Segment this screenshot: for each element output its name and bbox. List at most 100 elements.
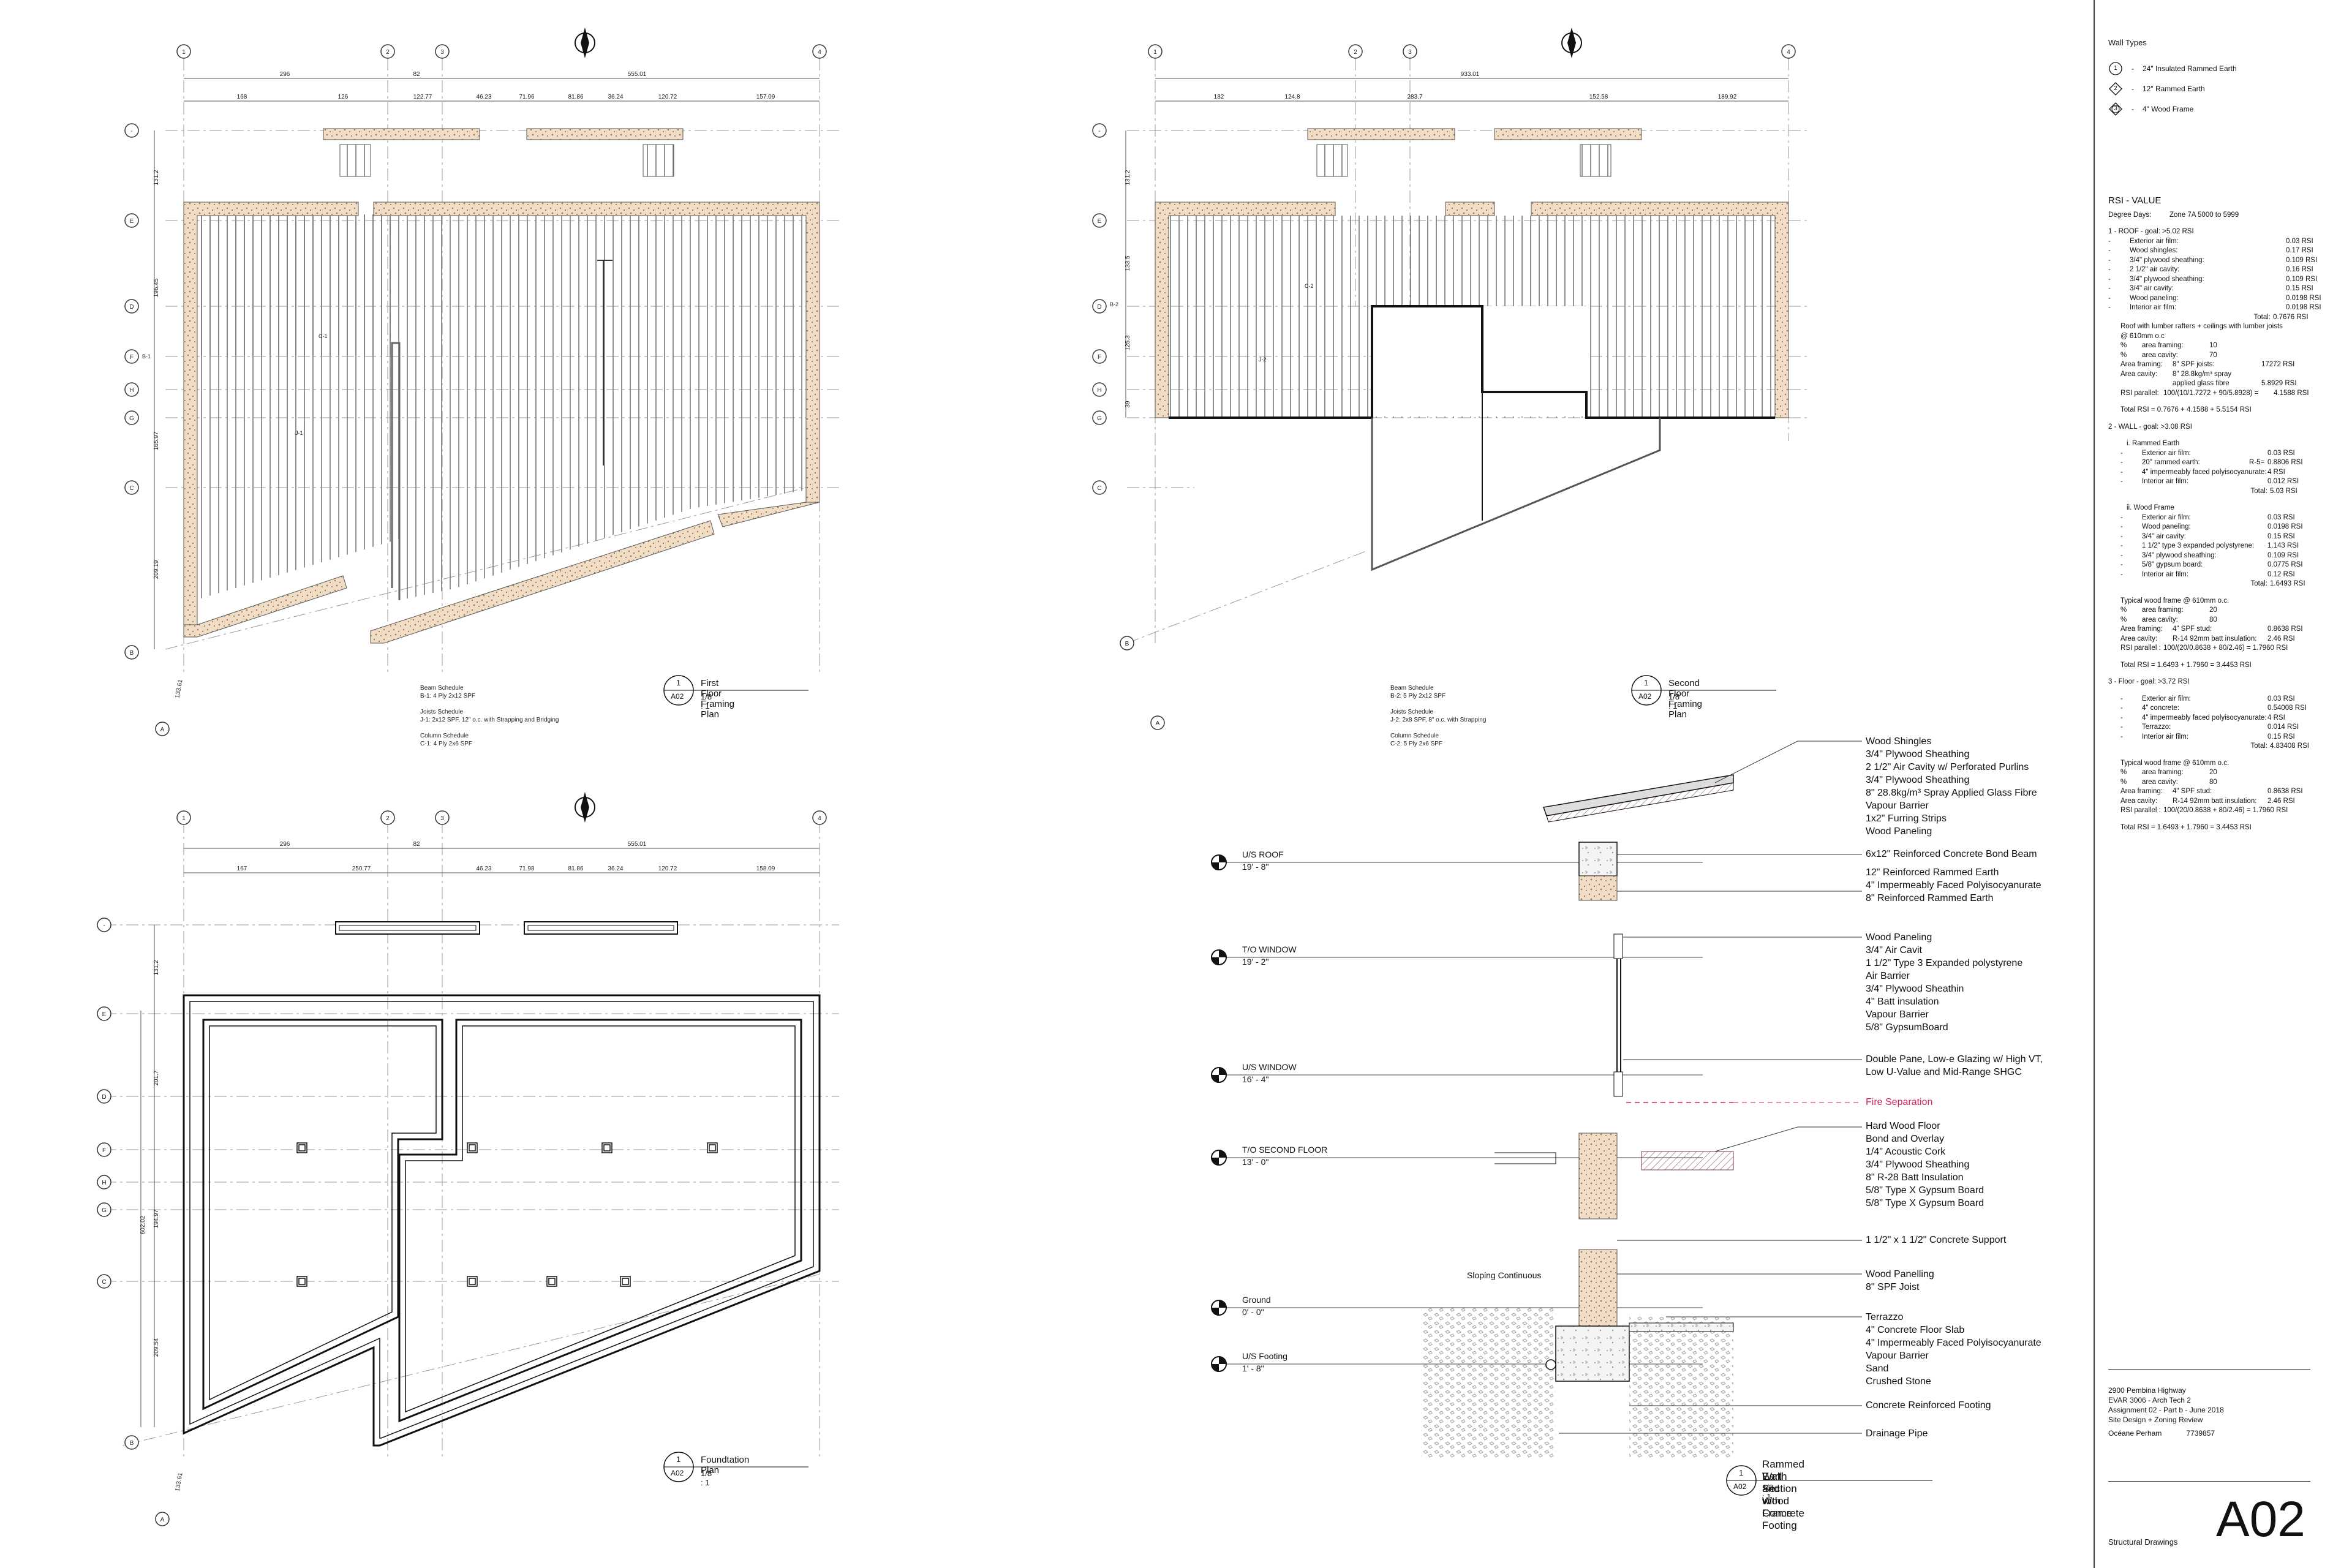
svg-text:165.97: 165.97 xyxy=(153,431,160,450)
svg-text:71.96: 71.96 xyxy=(519,94,534,100)
svg-text:4: 4 xyxy=(818,49,821,56)
svg-text:B-1: B-1 xyxy=(142,353,151,360)
svg-text:131.2: 131.2 xyxy=(153,170,160,185)
svg-text:81.86: 81.86 xyxy=(568,865,583,872)
svg-text:81.86: 81.86 xyxy=(568,94,583,100)
plan1-title: First Floor Framing Plan xyxy=(701,678,735,720)
svg-text:A: A xyxy=(160,726,165,733)
svg-text:-: - xyxy=(130,128,132,135)
svg-text:39: 39 xyxy=(1125,401,1131,408)
sheet-sidebar: Wall Types 1 -24" Insulated Rammed Earth… xyxy=(2094,0,2352,1568)
svg-text:J-2: J-2 xyxy=(1259,356,1267,363)
svg-text:283.7: 283.7 xyxy=(1407,94,1422,100)
plan3-title: Foundtation Plan xyxy=(701,1455,750,1476)
svg-text:3: 3 xyxy=(440,815,444,822)
svg-text:D: D xyxy=(129,304,134,311)
svg-text:F: F xyxy=(130,354,134,361)
svg-text:F: F xyxy=(102,1147,106,1154)
wall-type-1-icon: 1 xyxy=(2108,61,2123,76)
svg-text:209.54: 209.54 xyxy=(153,1338,160,1357)
svg-text:E: E xyxy=(130,218,134,225)
svg-text:167: 167 xyxy=(237,865,247,872)
svg-text:4: 4 xyxy=(818,815,821,822)
svg-text:3: 3 xyxy=(440,49,444,56)
wall-type-row: 1 -24" Insulated Rammed Earth xyxy=(2108,61,2237,76)
svg-text:3: 3 xyxy=(1408,49,1412,56)
svg-text:D: D xyxy=(102,1094,106,1101)
svg-text:E: E xyxy=(1098,218,1102,225)
svg-text:D: D xyxy=(1097,304,1101,311)
svg-text:124.8: 124.8 xyxy=(1284,94,1300,100)
wall-types-title: Wall Types xyxy=(2108,38,2147,47)
svg-text:125.3: 125.3 xyxy=(1125,335,1131,350)
svg-text:B: B xyxy=(130,650,134,657)
svg-text:C-1: C-1 xyxy=(318,333,328,339)
plan2-title: Second Floor Framing Plan xyxy=(1668,678,1703,720)
svg-text:196.45: 196.45 xyxy=(153,278,160,297)
svg-text:B: B xyxy=(1125,641,1129,647)
svg-text:157.09: 157.09 xyxy=(756,94,775,100)
svg-text:E: E xyxy=(102,1011,107,1018)
svg-text:296: 296 xyxy=(280,71,290,78)
svg-text:H: H xyxy=(1097,387,1101,394)
wall-type-2-icon: 2 xyxy=(2108,81,2123,96)
svg-text:B-2: B-2 xyxy=(1110,301,1118,307)
svg-text:933.01: 933.01 xyxy=(1461,71,1480,78)
svg-text:-: - xyxy=(103,922,105,929)
north-arrow-icon xyxy=(575,792,595,823)
svg-text:G: G xyxy=(102,1207,107,1214)
concrete-support-label: 1 1/2" x 1 1/2" Concrete Support xyxy=(1866,1235,2007,1245)
title-block: 2900 Pembina Highway EVAR 3006 - Arch Te… xyxy=(2108,1386,2224,1438)
svg-text:-: - xyxy=(1098,128,1100,135)
svg-text:82: 82 xyxy=(413,71,420,78)
svg-text:209.19: 209.19 xyxy=(153,560,160,579)
svg-text:182: 182 xyxy=(1214,94,1224,100)
svg-text:G: G xyxy=(129,415,134,422)
svg-text:1: 1 xyxy=(1153,49,1157,56)
svg-text:1: 1 xyxy=(182,49,186,56)
svg-text:J-1: J-1 xyxy=(295,430,303,436)
north-arrow-icon xyxy=(1561,28,1582,58)
svg-text:82: 82 xyxy=(413,841,420,848)
svg-text:201.7: 201.7 xyxy=(153,1070,160,1085)
wall-type-3-icon: 3 xyxy=(2108,102,2123,116)
svg-text:A: A xyxy=(1156,720,1160,727)
svg-text:133.5: 133.5 xyxy=(1125,255,1131,271)
svg-text:A: A xyxy=(160,1517,165,1523)
svg-text:H: H xyxy=(129,387,134,394)
svg-text:46.23: 46.23 xyxy=(476,865,491,872)
wall-type-row: 2 -12" Rammed Earth xyxy=(2108,81,2205,96)
wall-section-drawing xyxy=(1211,741,1862,1458)
svg-text:122.77: 122.77 xyxy=(413,94,432,100)
svg-text:296: 296 xyxy=(280,841,290,848)
svg-text:F: F xyxy=(1098,354,1101,361)
svg-text:131.2: 131.2 xyxy=(153,960,160,975)
svg-text:555.01: 555.01 xyxy=(628,71,647,78)
svg-text:C: C xyxy=(102,1279,106,1286)
footing-label: Concrete Reinforced Footing xyxy=(1866,1400,1991,1411)
drainage-label: Drainage Pipe xyxy=(1866,1428,1928,1439)
svg-text:C: C xyxy=(129,485,134,492)
wall-type-row: 3 -4" Wood Frame xyxy=(2108,102,2193,116)
svg-text:168: 168 xyxy=(237,94,247,100)
svg-text:2: 2 xyxy=(1354,49,1357,56)
svg-text:152.58: 152.58 xyxy=(1589,94,1608,100)
svg-text:H: H xyxy=(102,1180,106,1186)
svg-text:189.92: 189.92 xyxy=(1718,94,1737,100)
svg-text:4: 4 xyxy=(1787,49,1790,56)
sheet-name: Structural Drawings xyxy=(2108,1537,2178,1547)
svg-text:2: 2 xyxy=(386,815,390,822)
glazing-label: Double Pane, Low-e Glazing w/ High VT,Lo… xyxy=(1866,1054,2043,1077)
